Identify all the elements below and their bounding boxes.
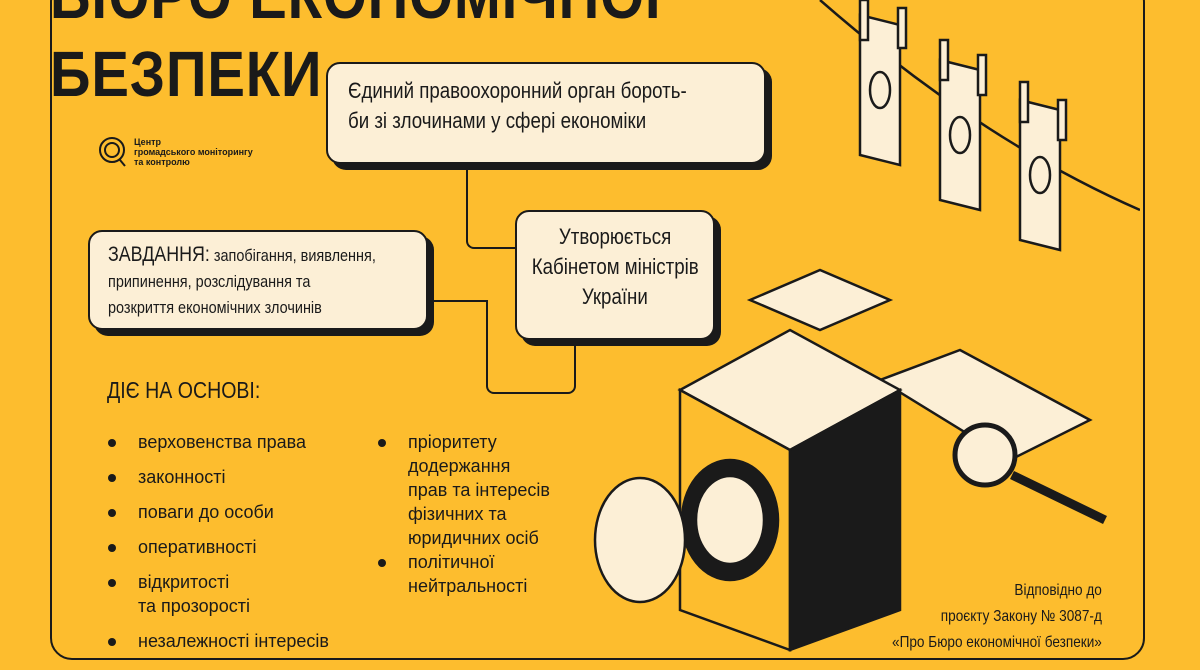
logo-text: громадського моніторингу: [134, 147, 253, 157]
principles-list-right: пріоритету додержання прав та інтересів …: [378, 430, 550, 598]
source-text: проєкту Закону № 3087-д: [940, 608, 1102, 625]
tasks-text: припинення, розслідування та: [108, 272, 311, 291]
principles-heading: ДІЄ НА ОСНОВІ:: [107, 377, 287, 404]
banknote-icon: [938, 58, 982, 212]
principle-item: оперативності: [108, 535, 329, 559]
definition-text: Єдиний правоохоронний орган бороть-: [348, 78, 687, 103]
definition-box: Єдиний правоохоронний орган бороть- би з…: [326, 62, 766, 164]
title-line-2: БЕЗПЕКИ: [50, 38, 323, 110]
tasks-text: запобігання, виявлення,: [209, 246, 376, 265]
washing-machine-illustration: [593, 0, 1140, 652]
principle-item: поваги до особи: [108, 500, 329, 524]
created-text: Кабінетом міністрів: [531, 254, 699, 279]
principle-item: законності: [108, 465, 329, 489]
tasks-text: розкриття економічних злочинів: [108, 298, 322, 317]
title-line-1: БЮРО ЕКОНОМІЧНОЇ: [50, 0, 661, 28]
banknote-icon: [858, 13, 902, 167]
principle-item: політичної нейтральності: [378, 550, 550, 598]
connector: [466, 164, 516, 249]
magnifier-logo-icon: [99, 137, 126, 167]
principle-item: незалежності інтересів: [108, 629, 329, 653]
banknote-icon: [1018, 98, 1062, 252]
frame-border: [50, 0, 1145, 660]
source-text: Відповідно до: [1014, 582, 1102, 599]
principle-item: пріоритету додержання прав та інтересів …: [378, 430, 550, 550]
tasks-label: ЗАВДАННЯ:: [108, 243, 210, 266]
connector: [486, 300, 576, 394]
source-note: Відповідно до проєкту Закону № 3087-д «П…: [855, 578, 1102, 656]
principles-heading-text: ДІЄ НА ОСНОВІ:: [107, 377, 261, 403]
magnifier-icon: [952, 422, 1107, 525]
principles-list-left: верховенства права законності поваги до ос…: [108, 430, 329, 664]
logo-text: та контролю: [134, 157, 190, 167]
principle-item: верховенства права: [108, 430, 329, 454]
created-by-box: Утворюється Кабінетом міністрів України: [515, 210, 715, 340]
clothespin-icon: [858, 0, 1068, 142]
washing-machine-icon: [593, 328, 903, 652]
created-text: України: [581, 284, 648, 309]
connector: [428, 300, 488, 302]
document-icon: [746, 268, 894, 332]
created-text: Утворюється: [558, 224, 672, 249]
definition-text: би зі злочинами у сфері економіки: [348, 108, 647, 133]
logo-text: Центр: [134, 137, 162, 147]
source-text: «Про Бюро економічної безпеки»: [892, 634, 1102, 651]
tasks-box: ЗАВДАННЯ: запобігання, виявлення, припин…: [88, 230, 428, 330]
principle-item: відкритості та прозорості: [108, 570, 329, 618]
